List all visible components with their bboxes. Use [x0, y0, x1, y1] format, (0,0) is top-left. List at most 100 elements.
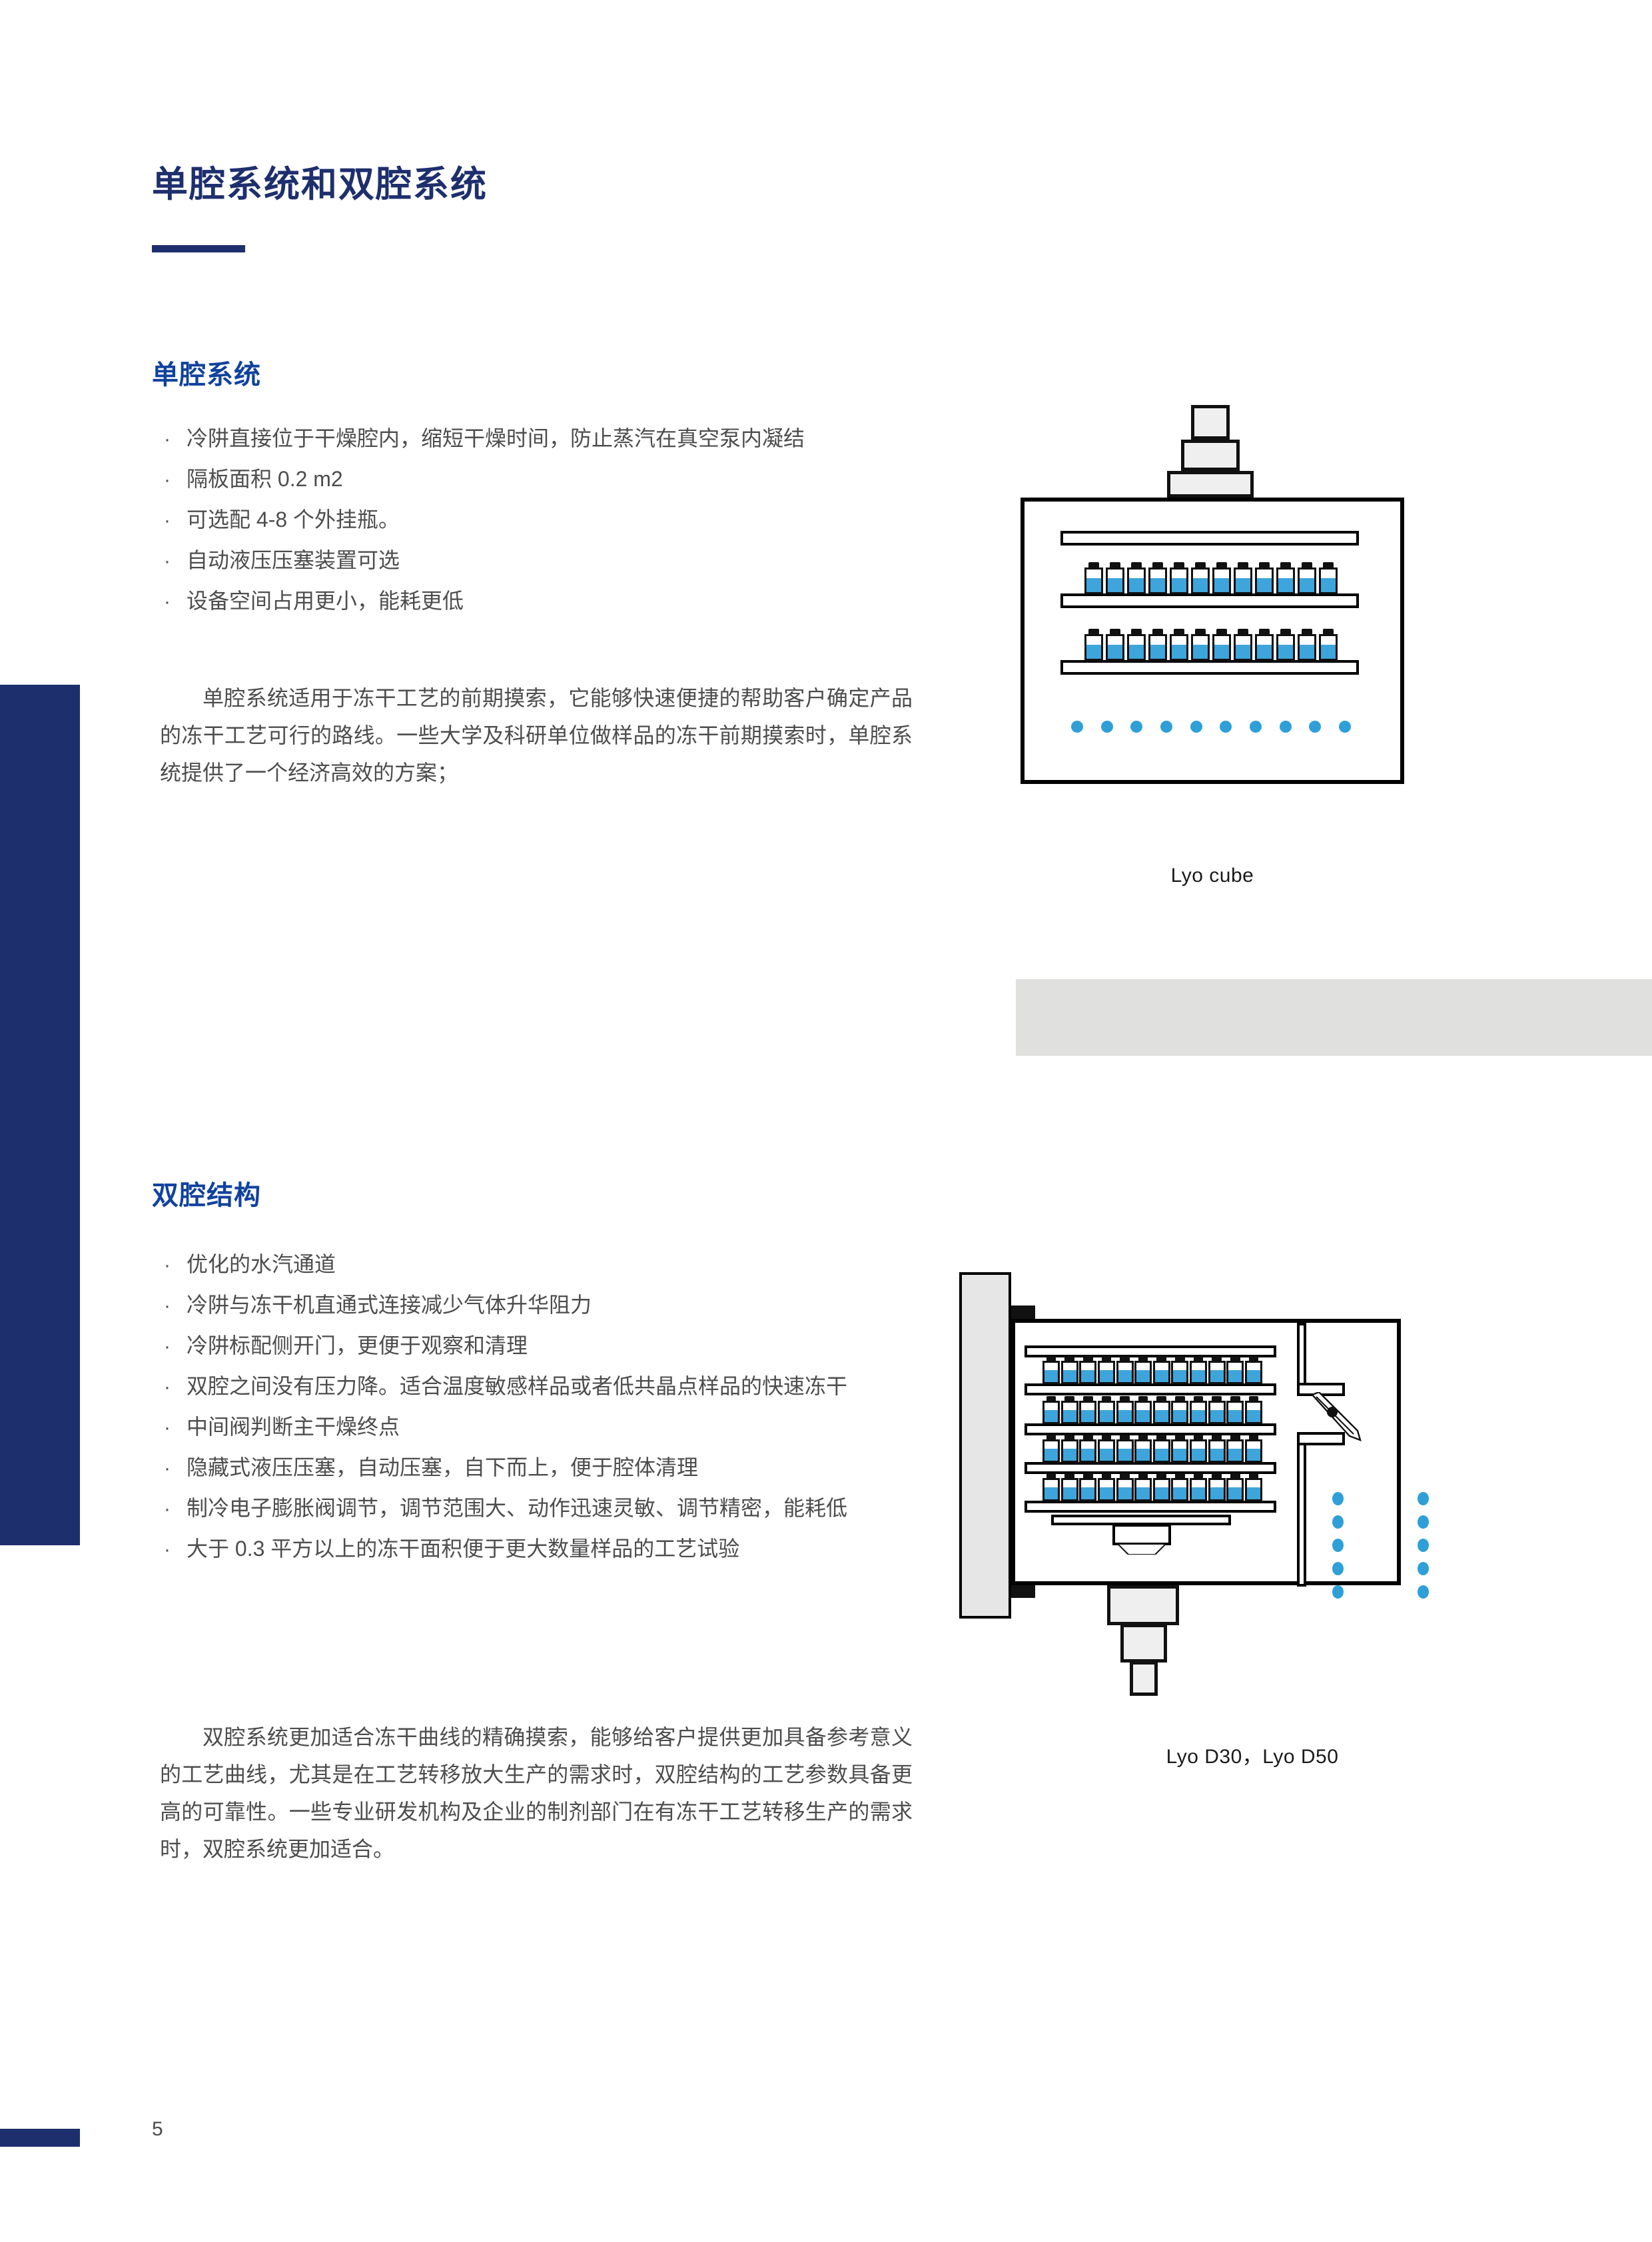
vial — [1212, 629, 1231, 661]
list-item-text: 自动液压压塞装置可选 — [187, 548, 400, 572]
vial-cap-icon — [1216, 629, 1227, 635]
vial-fill — [1129, 644, 1144, 659]
vial-body — [1319, 567, 1338, 594]
vial-fill — [1278, 577, 1293, 592]
vial-body — [1106, 567, 1124, 594]
vial-cap-icon — [1152, 562, 1163, 569]
bullet-marker-icon: · — [164, 1457, 171, 1479]
vial-fill — [1173, 1409, 1187, 1422]
vial-cap-icon — [1046, 1435, 1056, 1441]
vial-body — [1171, 1360, 1189, 1384]
condenser-coil-dot — [1418, 1539, 1429, 1552]
vial-fill — [1228, 1448, 1242, 1461]
vial-fill — [1246, 1487, 1260, 1499]
vial-body — [1116, 1439, 1134, 1463]
vial — [1170, 562, 1188, 594]
list-item-text: 优化的水汽通道 — [187, 1252, 336, 1276]
condenser-coil-dot — [1332, 1585, 1344, 1599]
left-accent-bar — [0, 685, 80, 1545]
vial — [1042, 1473, 1060, 1501]
vial — [1255, 562, 1274, 594]
list-item-text: 制冷电子膨胀阀调节，调节范围大、动作迅速灵敏、调节精密，能耗低 — [187, 1496, 848, 1520]
vial-cap-icon — [1238, 629, 1248, 635]
vial-fill — [1192, 1487, 1205, 1499]
vial-cap-icon — [1248, 1473, 1259, 1479]
shelf-1 — [1025, 1345, 1276, 1357]
vial-body — [1084, 633, 1103, 661]
vial-fill — [1150, 644, 1165, 659]
vial-fill — [1150, 577, 1165, 592]
vial — [1319, 562, 1338, 594]
vial — [1084, 562, 1103, 594]
vial-cap-icon — [1230, 1435, 1240, 1441]
vial — [1097, 1396, 1115, 1424]
vial — [1106, 629, 1124, 661]
vial — [1042, 1396, 1060, 1424]
vial-cap-icon — [1193, 1435, 1204, 1441]
vial-cap-icon — [1195, 629, 1206, 635]
vial — [1191, 629, 1210, 661]
vial-cap-icon — [1088, 562, 1099, 569]
section-heading-single-chamber: 单腔系统 — [152, 360, 261, 390]
list-item: · 优化的水汽通道 — [164, 1247, 910, 1283]
vial-fill — [1081, 1448, 1095, 1461]
list-item: ·大于 0.3 平方以上的冻干面积便于更大数量样品的工艺试验 — [164, 1531, 910, 1567]
shelf-top — [1060, 531, 1359, 546]
vial — [1226, 1356, 1244, 1384]
condenser-coil-dot — [1100, 721, 1113, 733]
condenser-coil-dot — [1130, 721, 1143, 733]
vial-cap-icon — [1156, 1396, 1167, 1402]
vial-cap-icon — [1302, 562, 1312, 569]
vial-body — [1171, 1477, 1189, 1501]
vial-fill — [1136, 1409, 1150, 1422]
pump-stack-bottom — [1130, 1661, 1158, 1696]
vial-body — [1170, 633, 1188, 661]
vial — [1127, 562, 1146, 594]
vial-row — [1084, 562, 1338, 594]
intermediate-valve-flap-icon — [1311, 1392, 1362, 1441]
vial-fill — [1210, 1409, 1224, 1422]
vial — [1152, 1356, 1170, 1384]
vial-body — [1116, 1477, 1134, 1501]
vial-fill — [1246, 1409, 1260, 1422]
vial-body — [1097, 1477, 1115, 1501]
vial-fill — [1062, 1369, 1076, 1382]
section2-bullet-list: ·优化的水汽通道 ·冷阱与冻干机直通式连接减少气体升华阻力 ·冷阱标配侧开门，更… — [164, 1247, 910, 1572]
vial — [1244, 1356, 1262, 1384]
vial-body — [1226, 1360, 1244, 1384]
bullet-marker-icon: · — [164, 1254, 171, 1276]
vial-body — [1255, 567, 1274, 594]
vial-body — [1116, 1360, 1134, 1384]
vial-body — [1042, 1360, 1060, 1384]
vial-fill — [1136, 1487, 1150, 1499]
vial — [1319, 629, 1338, 661]
condenser-coil-dot — [1071, 721, 1083, 733]
condenser-coil-dot — [1332, 1562, 1344, 1575]
vial-body — [1084, 567, 1103, 594]
shelf-4 — [1025, 1462, 1276, 1474]
vial-cap-icon — [1156, 1473, 1167, 1479]
vial-cap-icon — [1175, 1396, 1185, 1402]
vial-cap-icon — [1280, 629, 1291, 635]
condenser-coil-dot — [1220, 721, 1232, 733]
vial — [1042, 1356, 1060, 1384]
vial-body — [1190, 1400, 1207, 1424]
vial-cap-icon — [1131, 562, 1142, 569]
vial — [1171, 1435, 1189, 1463]
vial-body — [1208, 1477, 1226, 1501]
list-item-text: 隔板面积 0.2 m2 — [187, 467, 343, 491]
vial-row — [1042, 1396, 1262, 1424]
vial-body — [1079, 1477, 1097, 1501]
condenser-coil-dot — [1249, 721, 1262, 733]
vial — [1060, 1356, 1078, 1384]
stack-step-top-icon — [1191, 405, 1230, 440]
vial-fill — [1099, 1369, 1113, 1382]
vial-body — [1106, 633, 1124, 661]
vial-body — [1060, 1400, 1078, 1424]
vial-fill — [1193, 644, 1208, 659]
vial-fill — [1062, 1409, 1076, 1422]
vial-body — [1244, 1477, 1262, 1501]
vial-fill — [1210, 1448, 1224, 1461]
vial-body — [1226, 1439, 1244, 1463]
vial-fill — [1118, 1448, 1132, 1461]
